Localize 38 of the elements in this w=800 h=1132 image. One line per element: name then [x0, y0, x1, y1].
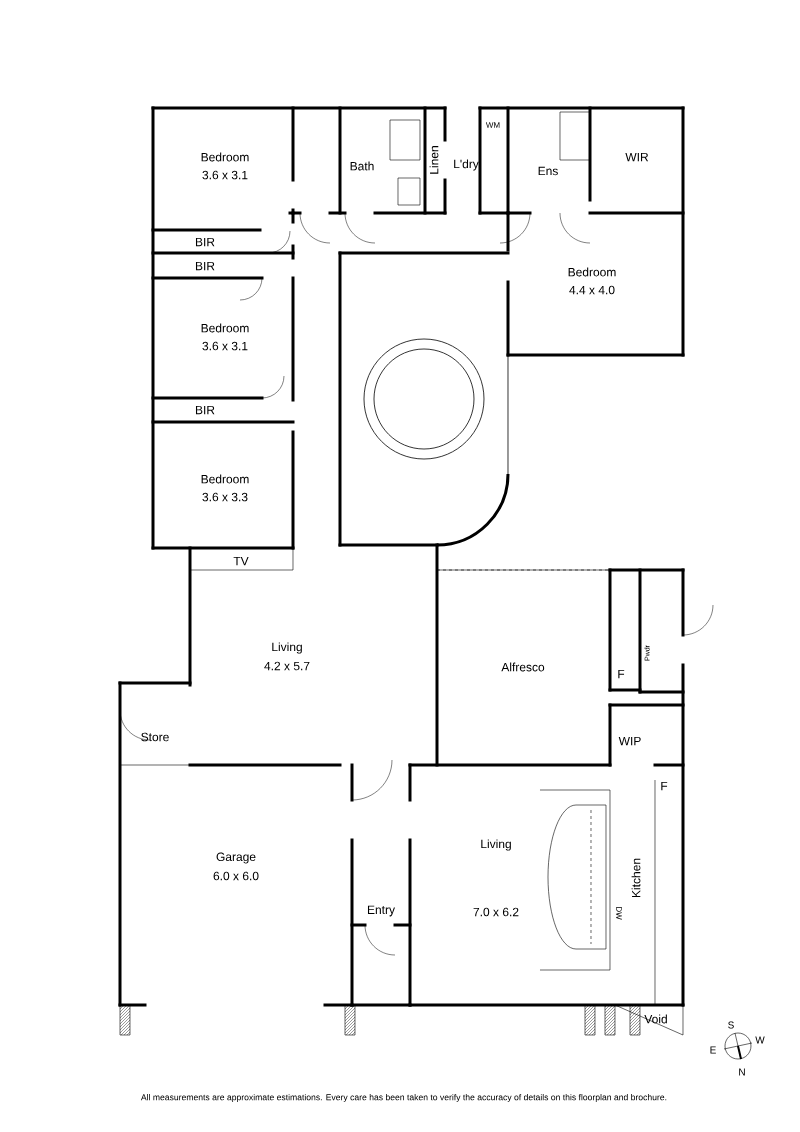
room-label: Alfresco: [501, 662, 545, 672]
room-label: DW: [616, 907, 622, 920]
room-label: Ens: [538, 166, 558, 176]
disclaimer-note: All measurements are approximate estimations. Every care has been taken to verify the accuracy of details on this floorplan and brochure.: [140, 1094, 667, 1102]
room-label: Store: [141, 732, 169, 742]
room-label: WIR: [625, 152, 649, 162]
compass-letter: N: [739, 1068, 745, 1076]
room-label: Living: [272, 642, 302, 654]
dimension-text: 4.2 x 5.7: [264, 661, 310, 671]
room-label: BIR: [196, 405, 215, 415]
dimension-text: 3.6 x 3.3: [202, 492, 248, 502]
room-label: WIP: [618, 736, 641, 746]
room-label: Kitchen: [631, 858, 641, 898]
room-label: Bedroom: [201, 152, 249, 162]
room-label: BIR: [196, 237, 215, 247]
dimension-text: 3.6 x 3.1: [202, 170, 248, 180]
room-label: TV: [233, 556, 249, 566]
compass-letter: E: [710, 1046, 716, 1054]
dimension-text: 4.4 x 4.0: [569, 285, 615, 295]
room-label: Living: [481, 839, 511, 851]
room-label: Entry: [368, 905, 395, 917]
compass-letter: S: [728, 1021, 734, 1029]
room-label: F: [661, 781, 668, 791]
room-label: BIR: [196, 261, 215, 271]
room-label: L'dry: [454, 159, 479, 171]
room-label: Void: [644, 1014, 667, 1024]
room-label: Bedroom: [201, 474, 249, 484]
dimension-text: 6.0 x 6.0: [213, 871, 259, 881]
dimension-text: 3.6 x 3.1: [202, 341, 248, 351]
room-label: Linen: [429, 146, 439, 174]
compass-letter: W: [755, 1036, 765, 1044]
room-label: F: [618, 669, 625, 679]
room-label: Bath: [350, 161, 374, 171]
room-label: Bedroom: [201, 323, 249, 333]
dimension-text: 7.0 x 6.2: [473, 907, 519, 917]
room-label: WM: [485, 122, 500, 128]
room-label: Garage: [216, 852, 256, 864]
room-label: Bedroom: [568, 267, 616, 277]
